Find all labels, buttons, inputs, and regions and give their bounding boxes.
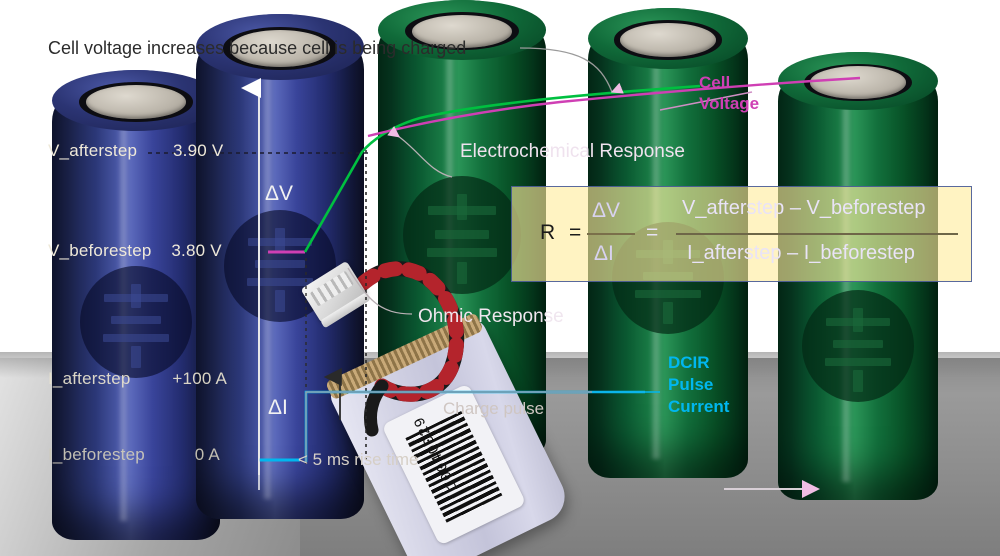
cell-logo-icon bbox=[80, 266, 192, 378]
cell-highlight bbox=[840, 87, 852, 483]
label-i-beforestep-value: 0 A bbox=[194, 445, 220, 464]
formula-equals-1: = bbox=[569, 221, 582, 244]
ohmic-response-label: Ohmic Response bbox=[418, 306, 564, 327]
formula-fraction-bar-1 bbox=[587, 233, 635, 235]
electrochemical-leader bbox=[387, 125, 453, 178]
label-i-afterstep: I_afterstep +100 A bbox=[48, 369, 227, 389]
dcir-formula-box: R = ΔV ΔI = V_afterstep – V_beforestep I… bbox=[511, 186, 972, 282]
label-v-beforestep: V_beforestep 3.80 V bbox=[48, 241, 222, 261]
rise-time-label: < 5 ms rise time bbox=[298, 450, 419, 469]
formula-numerator-2: V_afterstep – V_beforestep bbox=[682, 197, 926, 219]
delta-v-label: ΔV bbox=[265, 182, 294, 205]
label-i-afterstep-value: +100 A bbox=[172, 369, 228, 388]
battery-cell-1 bbox=[52, 70, 220, 540]
formula-equals-2: = bbox=[646, 221, 659, 244]
cell-voltage-trace bbox=[367, 76, 861, 138]
label-v-beforestep-name: V_beforestep bbox=[48, 241, 152, 260]
electrochemical-response-label: Electrochemical Response bbox=[460, 141, 685, 162]
dcir-legend-line3: Current bbox=[668, 397, 730, 417]
label-v-afterstep-value: 3.90 V bbox=[173, 141, 224, 160]
formula-fraction-bar-2 bbox=[676, 233, 958, 235]
label-i-beforestep-name: I_beforestep bbox=[48, 445, 145, 464]
cell-positive-cap bbox=[85, 85, 187, 119]
label-v-afterstep: V_afterstep 3.90 V bbox=[48, 141, 223, 161]
dcir-legend-line1: DCIR bbox=[668, 353, 710, 372]
formula-numerator-1: ΔV bbox=[592, 199, 621, 222]
cell-positive-cap bbox=[620, 23, 716, 57]
battery-cell-2 bbox=[196, 14, 364, 519]
label-i-afterstep-name: I_afterstep bbox=[48, 369, 131, 388]
delta-i-label: ΔI bbox=[268, 396, 288, 419]
headline-text: Cell voltage increases because cell is b… bbox=[48, 38, 467, 58]
wire-tail bbox=[363, 379, 389, 437]
charge-pulse-label: Charge pulse bbox=[443, 399, 545, 418]
cell-voltage-legend: Cell Voltage bbox=[699, 72, 759, 115]
formula-denominator-1: ΔI bbox=[594, 242, 614, 265]
headline-leader bbox=[519, 47, 624, 94]
cell-voltage-legend-line2: Voltage bbox=[699, 94, 760, 114]
cell-voltage-legend-line1: Cell bbox=[699, 73, 731, 92]
label-i-beforestep: I_beforestep 0 A bbox=[48, 445, 220, 465]
dcir-pulse-current-legend: DCIR Pulse Current bbox=[668, 352, 729, 418]
cell-logo-icon bbox=[802, 290, 914, 402]
dcir-legend-line2: Pulse bbox=[668, 375, 714, 395]
label-v-beforestep-value: 3.80 V bbox=[171, 241, 222, 260]
cell-positive-cap bbox=[411, 14, 513, 48]
cell-voltage-leader bbox=[659, 91, 753, 111]
label-v-afterstep-name: V_afterstep bbox=[48, 141, 138, 160]
cell-positive-cap bbox=[229, 30, 331, 67]
formula-denominator-2: I_afterstep – I_beforestep bbox=[687, 242, 915, 264]
ohmic-leader bbox=[347, 267, 413, 315]
formula-r: R bbox=[540, 221, 556, 244]
pulse-outline bbox=[305, 391, 645, 462]
voltage-response-curve bbox=[303, 84, 701, 253]
cell-positive-cap bbox=[810, 66, 906, 99]
